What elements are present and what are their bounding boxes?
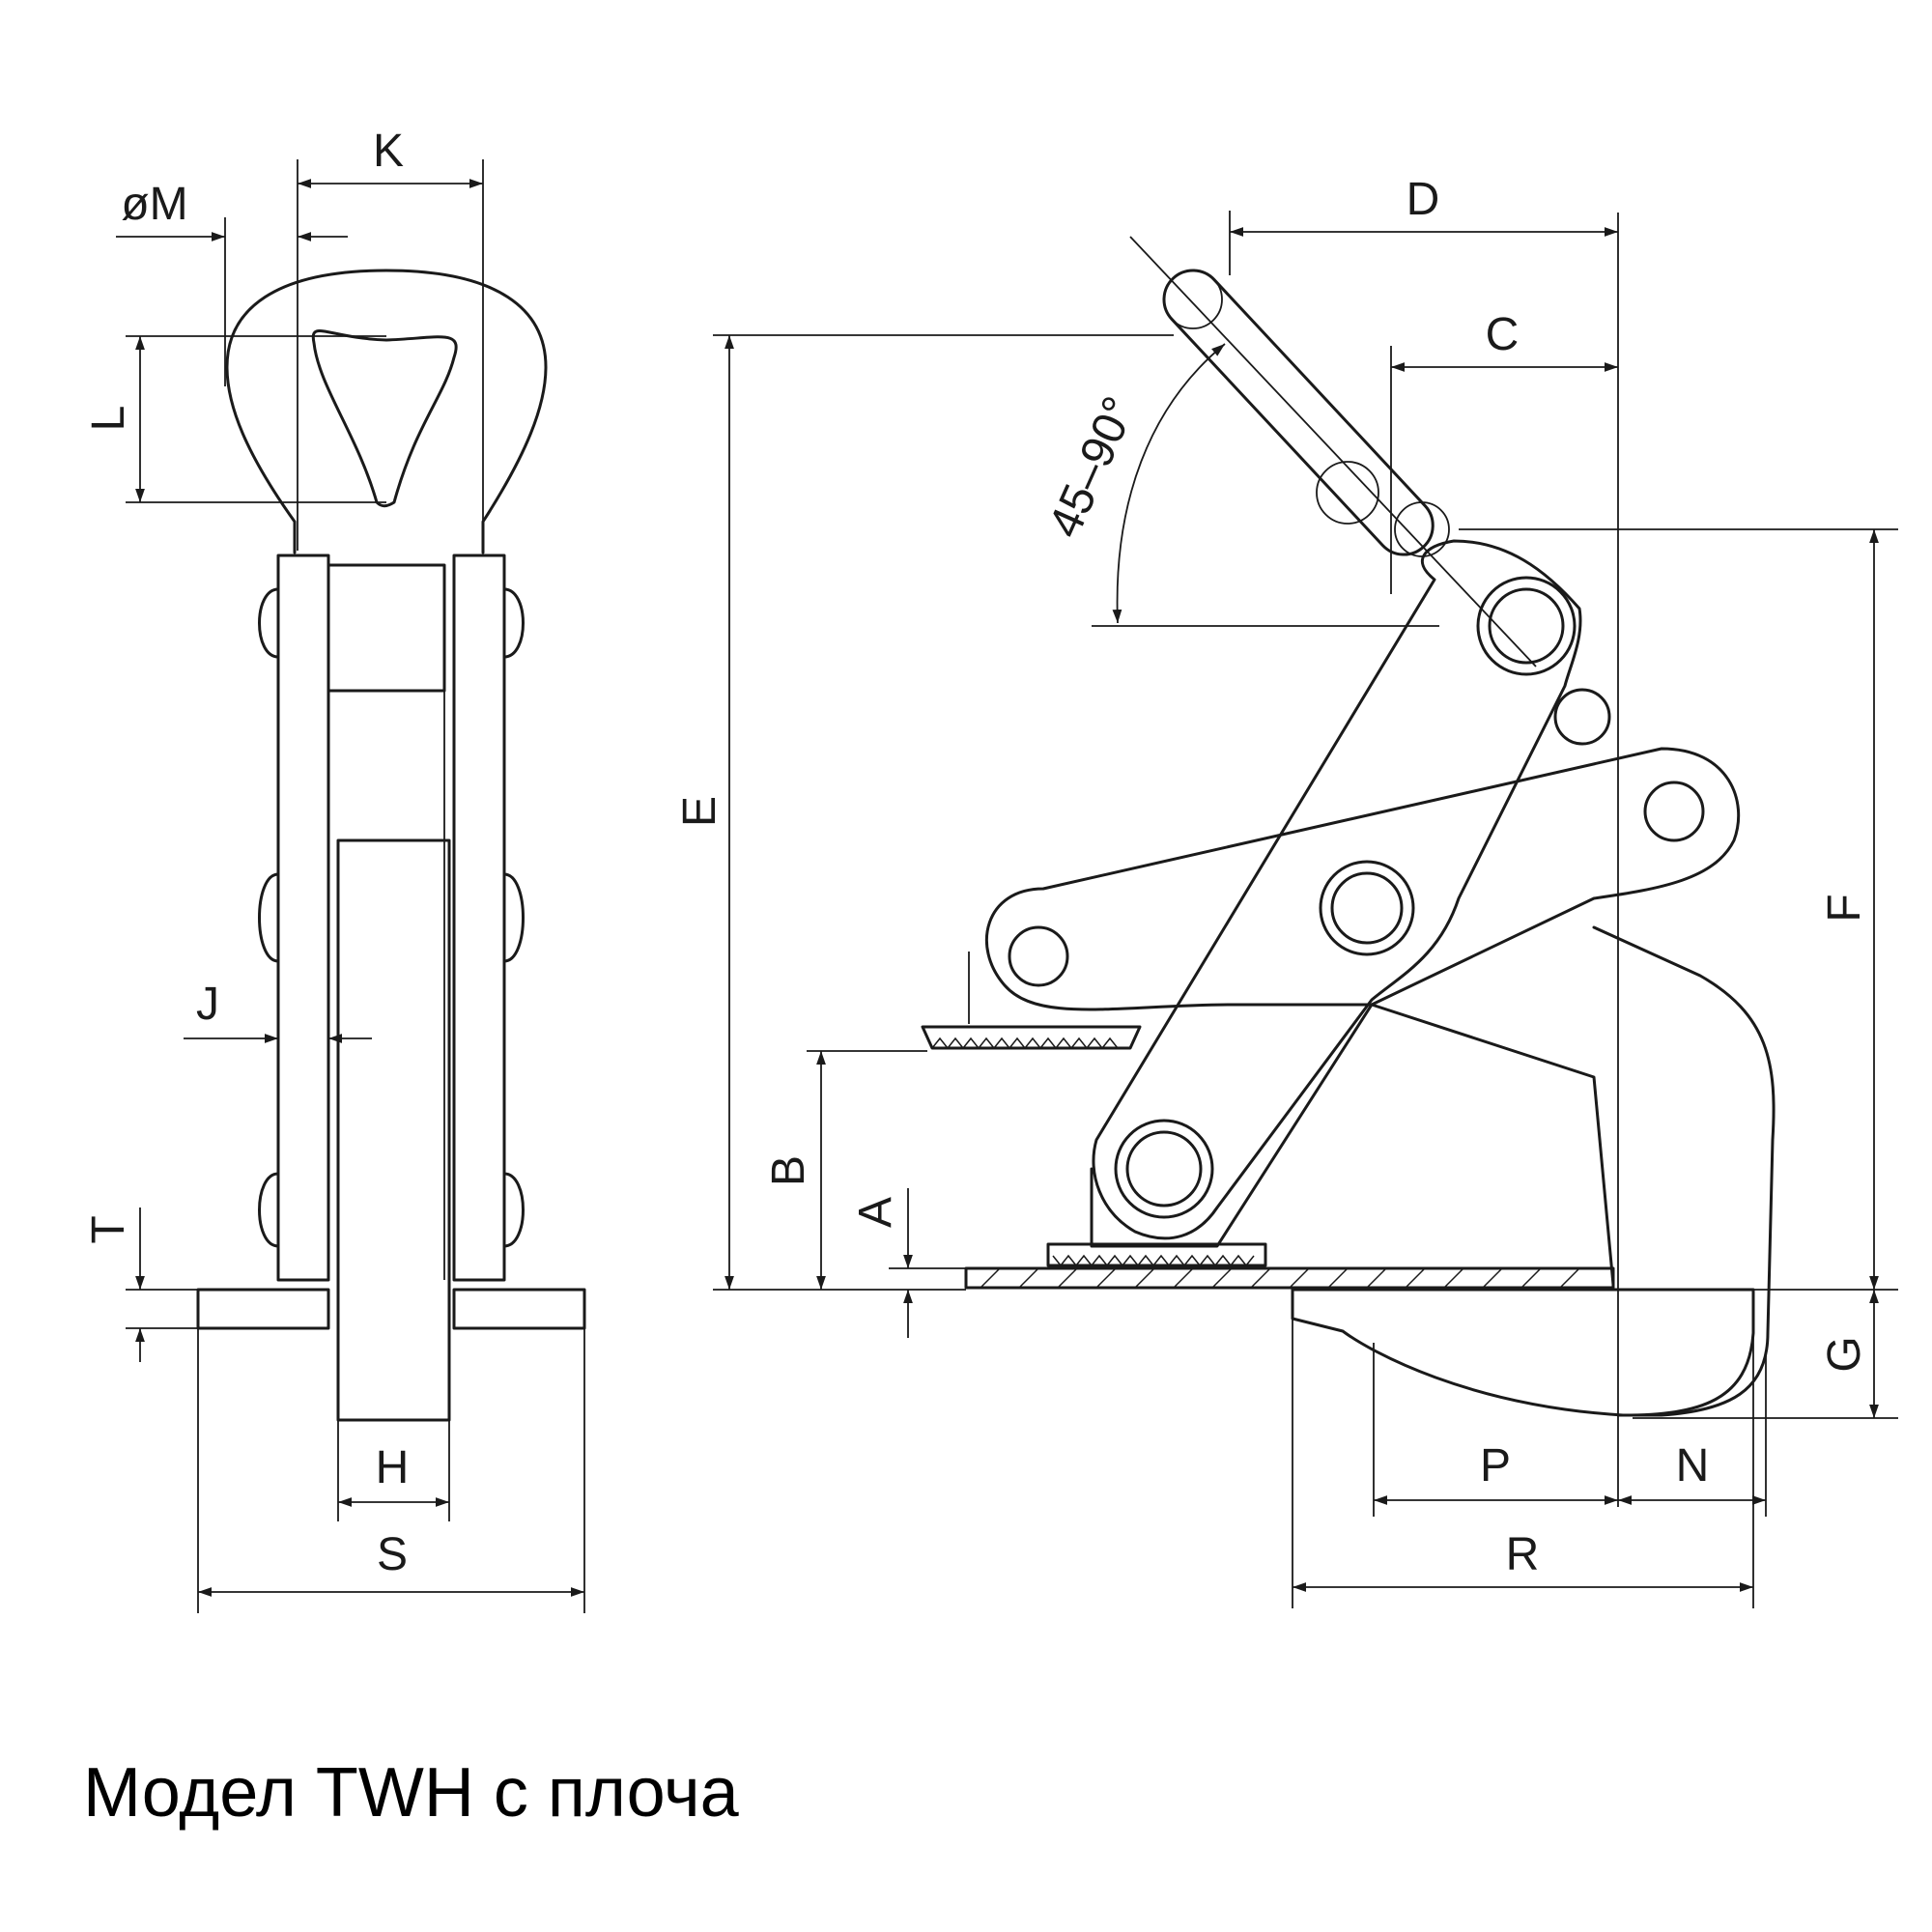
upper-jaw-pad <box>921 1025 1142 1050</box>
label-G: G <box>1819 1336 1870 1372</box>
label-N: N <box>1676 1440 1710 1492</box>
label-E: E <box>674 796 725 827</box>
label-K: K <box>373 126 404 177</box>
base-clamp-plate <box>1291 1288 1755 1417</box>
angle-label: 45–90° <box>1039 389 1147 545</box>
label-L: L <box>83 406 134 432</box>
front-dimensions <box>116 159 585 1613</box>
label-D: D <box>1406 174 1440 225</box>
body-frame <box>1090 925 1776 1417</box>
cross-lever-pin-left <box>1008 925 1069 987</box>
label-P: P <box>1480 1440 1511 1492</box>
mid-pin <box>1319 860 1415 956</box>
lifting-eye-hole <box>311 329 458 508</box>
bolt-heads <box>258 587 525 1248</box>
side-view <box>713 211 1898 1608</box>
angle-arc <box>1112 343 1226 624</box>
label-C: C <box>1486 309 1520 360</box>
eye-shank <box>327 563 446 693</box>
lower-jaw-pad <box>1046 1242 1267 1267</box>
label-T: T <box>83 1215 134 1243</box>
label-A: A <box>850 1197 901 1228</box>
label-M: øM <box>121 179 187 230</box>
work-plate <box>964 1266 1615 1290</box>
lifting-eye-outline <box>225 269 548 554</box>
top-pin <box>1476 576 1577 676</box>
label-B: B <box>763 1155 814 1186</box>
dimension-labels: K øM L J T H S D C E F B A G P N R 45–90… <box>83 126 1870 1580</box>
label-H: H <box>376 1442 410 1493</box>
label-F: F <box>1819 894 1870 922</box>
base-plate <box>196 1288 586 1330</box>
caption: Модел TWH с плоча <box>83 1754 739 1832</box>
side-dimensions <box>713 211 1898 1608</box>
handle-lever <box>1162 269 1435 556</box>
side-plate-left <box>276 554 330 1282</box>
bottom-pin <box>1114 1119 1214 1219</box>
cross-lever-pin-right <box>1643 781 1705 842</box>
front-view <box>116 159 586 1613</box>
cross-lever <box>984 747 1741 1011</box>
label-R: R <box>1506 1529 1540 1580</box>
label-J: J <box>196 979 219 1030</box>
label-S: S <box>377 1529 408 1580</box>
side-plate-right <box>452 554 506 1282</box>
jaw-body <box>336 838 451 1422</box>
main-link <box>1092 539 1582 1240</box>
